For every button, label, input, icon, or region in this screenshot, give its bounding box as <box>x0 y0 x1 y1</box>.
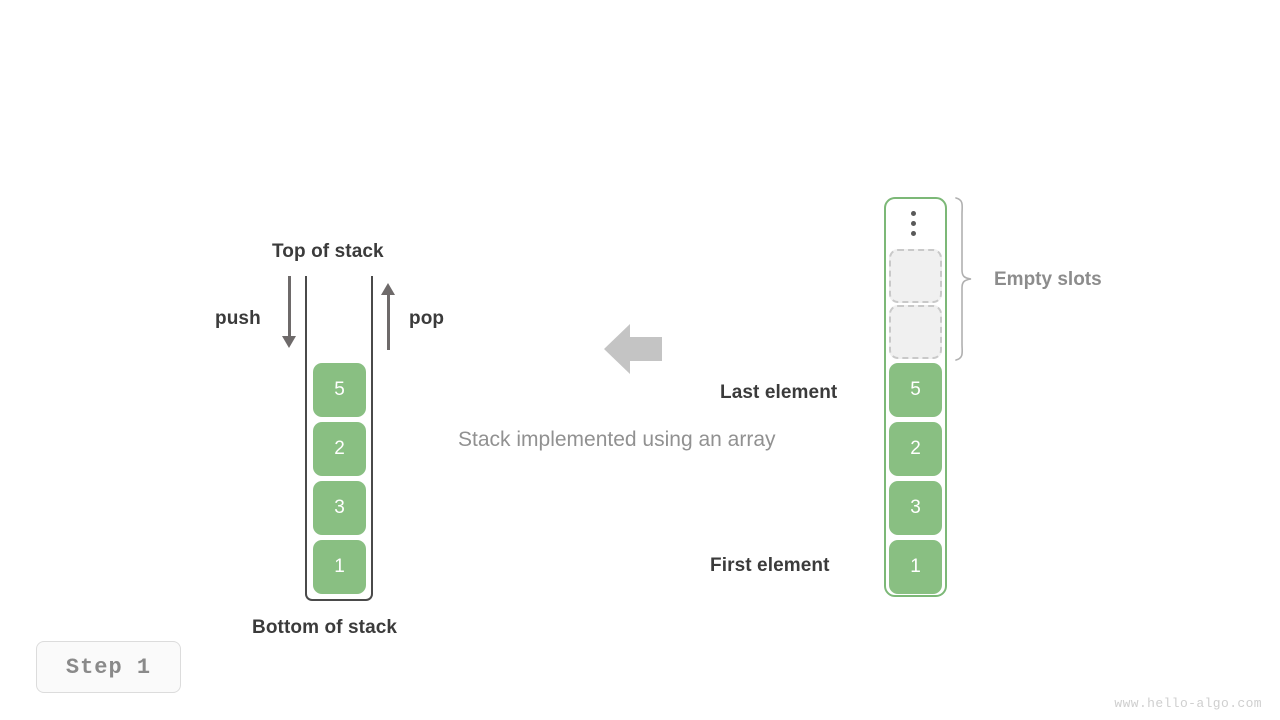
stack-cell: 5 <box>313 363 366 417</box>
empty-slot <box>889 249 942 303</box>
step-badge-text: Step 1 <box>65 654 152 680</box>
step-badge: Step 1 <box>36 641 181 693</box>
empty-slot <box>889 305 942 359</box>
empty-slots-brace <box>952 196 974 362</box>
diagram-caption: Stack implemented using an array <box>458 428 776 451</box>
last-element-label: Last element <box>720 382 838 403</box>
watermark: www.hello-algo.com <box>1114 696 1262 711</box>
first-element-label: First element <box>710 555 830 576</box>
stack-cell: 3 <box>313 481 366 535</box>
array-cell: 3 <box>889 481 942 535</box>
vertical-dots-icon <box>909 211 917 237</box>
pop-label: pop <box>409 308 445 329</box>
array-cell: 2 <box>889 422 942 476</box>
empty-slots-label: Empty slots <box>994 269 1102 290</box>
push-label: push <box>215 308 261 329</box>
stack-cell: 2 <box>313 422 366 476</box>
top-of-stack-label: Top of stack <box>272 241 384 262</box>
stack-container <box>305 276 373 601</box>
bottom-of-stack-label: Bottom of stack <box>252 617 398 638</box>
array-cell: 1 <box>889 540 942 594</box>
left-block-arrow-icon <box>604 324 662 374</box>
array-cell: 5 <box>889 363 942 417</box>
stack-cell: 1 <box>313 540 366 594</box>
